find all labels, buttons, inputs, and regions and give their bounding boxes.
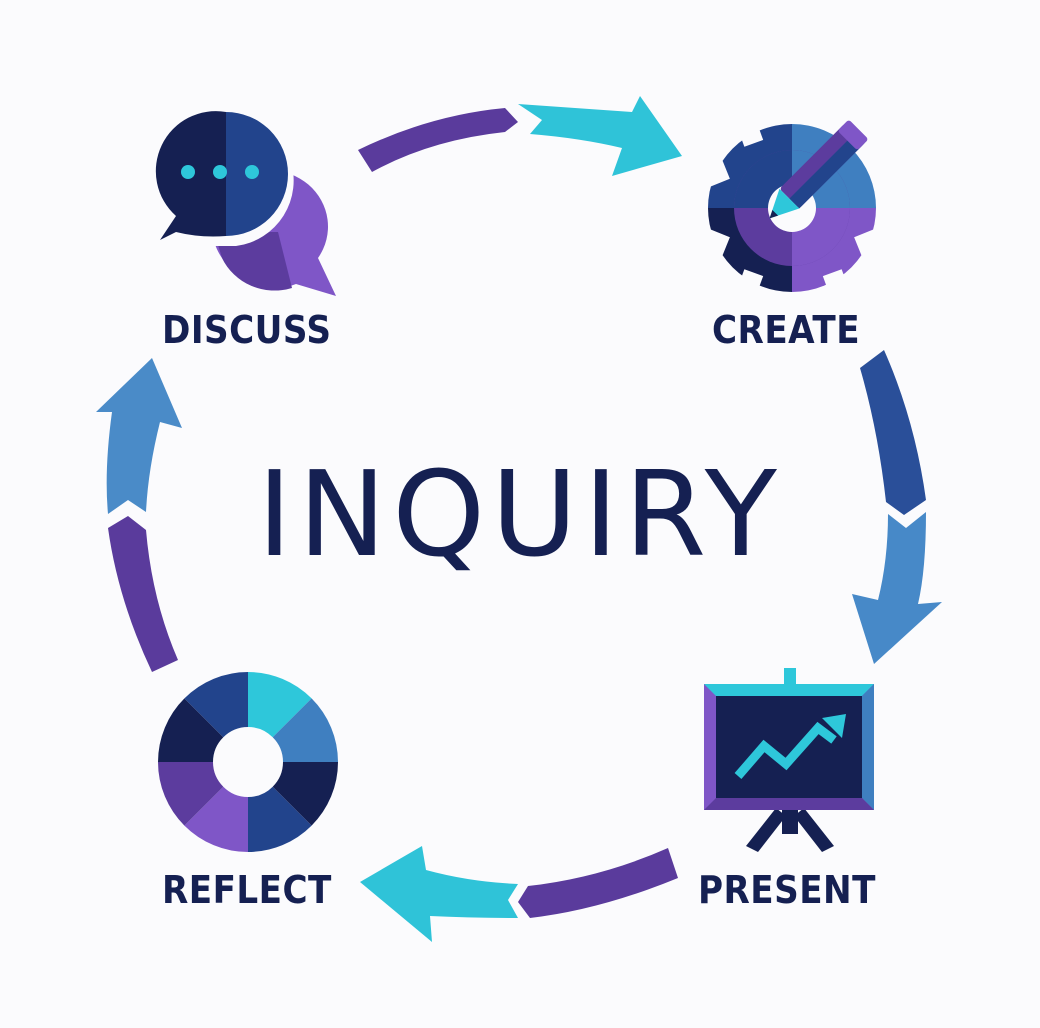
arrow-present-to-reflect bbox=[360, 846, 678, 942]
stage-label-present: PRESENT bbox=[698, 868, 876, 912]
stage-label-create: CREATE bbox=[712, 308, 861, 352]
gear-pencil-icon bbox=[700, 119, 884, 297]
segmented-ring-icon bbox=[158, 672, 338, 852]
stage-label-reflect: REFLECT bbox=[162, 868, 332, 912]
arrow-create-to-present bbox=[852, 350, 942, 664]
speech-bubbles-icon bbox=[155, 111, 336, 296]
presentation-board-icon bbox=[704, 668, 874, 852]
arrow-reflect-to-discuss bbox=[96, 358, 182, 672]
arrow-discuss-to-create bbox=[358, 96, 682, 176]
diagram-title: INQUIRY bbox=[257, 445, 783, 583]
stage-label-discuss: DISCUSS bbox=[162, 308, 332, 352]
